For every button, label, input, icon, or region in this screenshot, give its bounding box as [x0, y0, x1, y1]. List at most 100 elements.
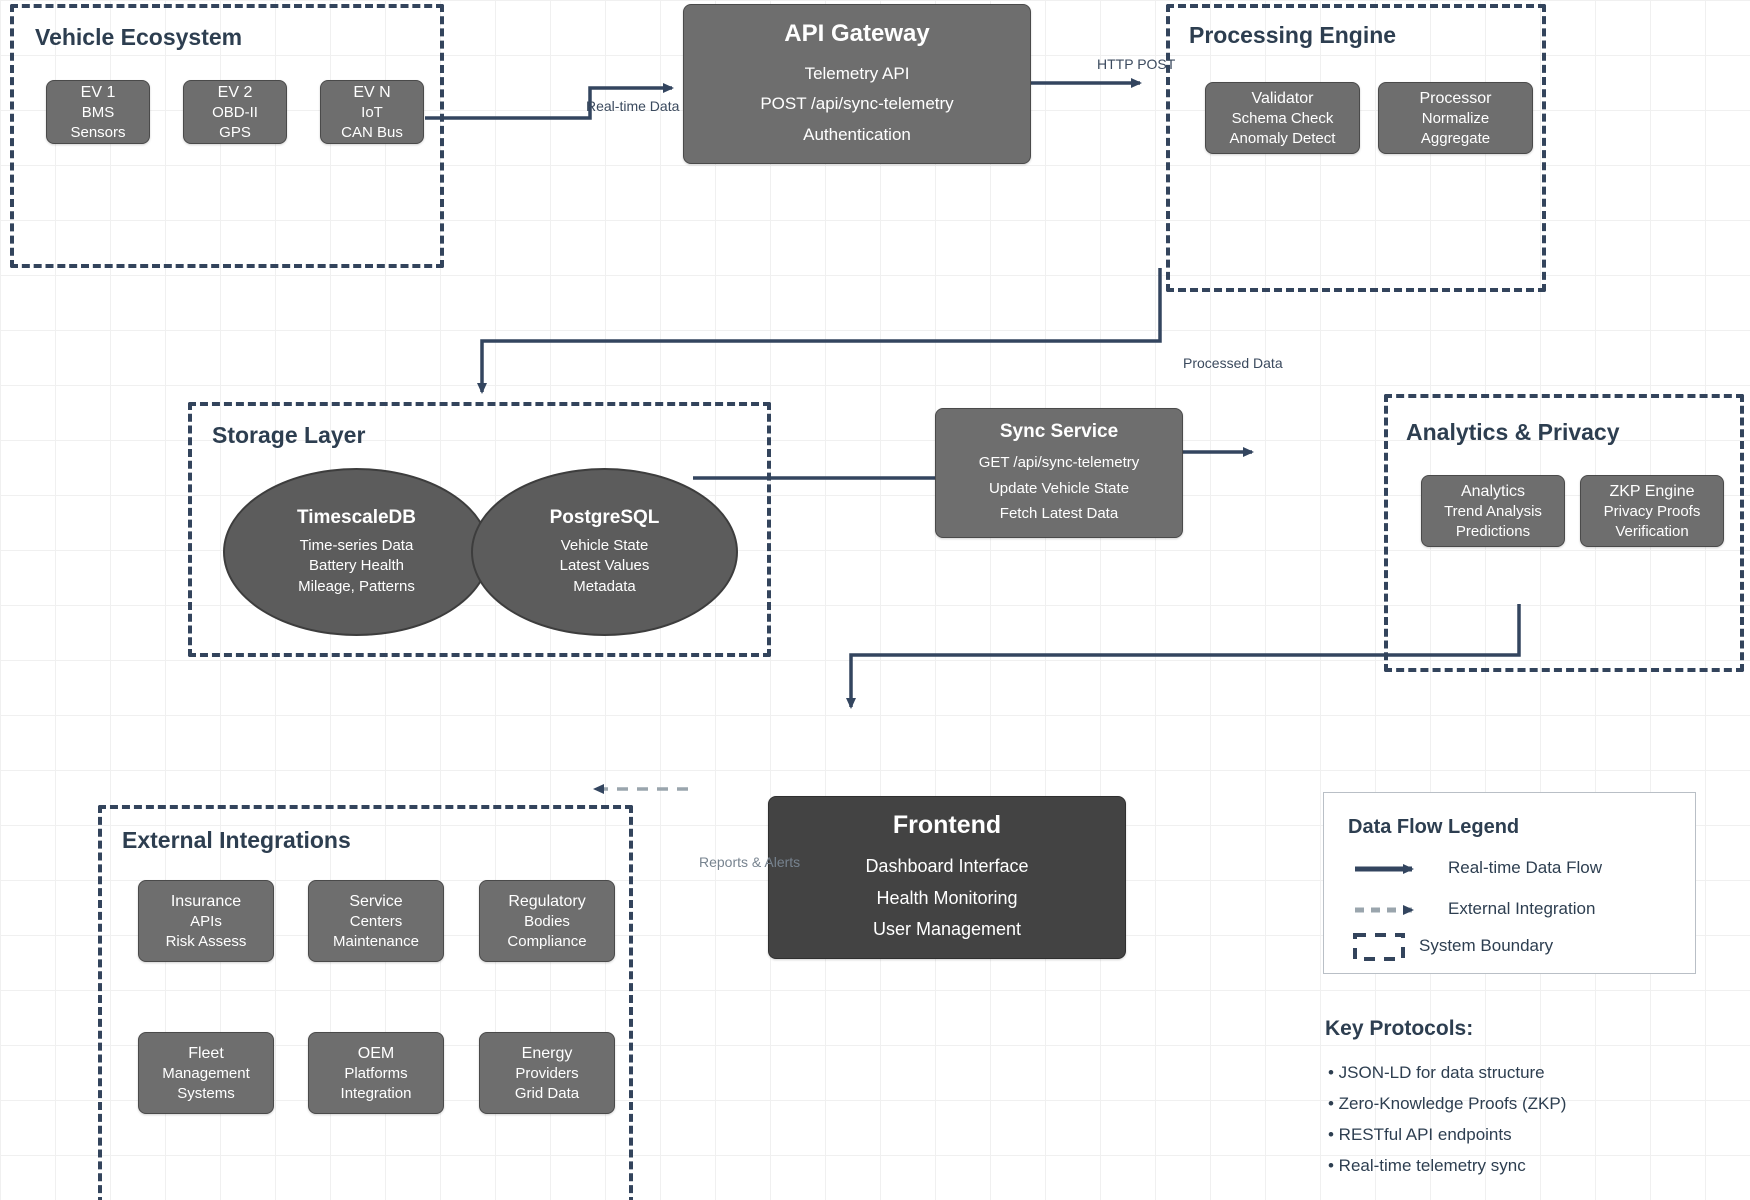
node-line: Dashboard Interface	[865, 855, 1029, 876]
node-line: Fetch Latest Data	[999, 505, 1119, 523]
node-title: EV N	[353, 83, 391, 101]
node-line: Risk Assess	[165, 932, 247, 950]
node-regulatory-bodies[interactable]: Regulatory Bodies Compliance	[479, 880, 615, 962]
node-line: GET /api/sync-telemetry	[978, 453, 1140, 471]
group-title-external-integrations: External Integrations	[122, 827, 351, 853]
node-line: Maintenance	[333, 932, 419, 950]
node-line: Aggregate	[1420, 129, 1491, 147]
node-frontend[interactable]: Frontend Dashboard Interface Health Moni…	[768, 796, 1126, 959]
legend-label-realtime-flow: Real-time Data Flow	[1448, 858, 1602, 877]
node-line: Systems	[177, 1084, 235, 1102]
legend-label-external-integration: External Integration	[1448, 899, 1596, 918]
node-line: POST /api/sync-telemetry	[760, 94, 954, 114]
node-title: Processor	[1419, 89, 1492, 107]
node-title: API Gateway	[784, 20, 930, 47]
group-title-storage-layer: Storage Layer	[212, 422, 366, 448]
group-processing-engine	[1166, 4, 1546, 292]
protocol-item: • JSON-LD for data structure	[1328, 1063, 1545, 1082]
node-title: ZKP Engine	[1609, 482, 1695, 500]
node-line: Sensors	[70, 123, 126, 141]
node-analytics[interactable]: Analytics Trend Analysis Predictions	[1421, 475, 1565, 547]
node-line: Integration	[340, 1084, 412, 1102]
node-oem-platforms[interactable]: OEM Platforms Integration	[308, 1032, 444, 1114]
database-timescaledb[interactable]: TimescaleDB Time-series Data Battery Hea…	[223, 468, 490, 636]
database-title: PostgreSQL	[549, 506, 660, 528]
node-line: CAN Bus	[341, 123, 403, 141]
node-line: Platforms	[344, 1064, 408, 1082]
database-line: Battery Health	[308, 557, 405, 575]
node-line: Anomaly Detect	[1229, 129, 1336, 147]
node-zkp-engine[interactable]: ZKP Engine Privacy Proofs Verification	[1580, 475, 1724, 547]
node-title: EV 2	[217, 83, 253, 101]
node-line: User Management	[872, 919, 1022, 940]
database-line: Mileage, Patterns	[298, 577, 415, 595]
node-title: Regulatory	[508, 892, 586, 910]
node-line: Verification	[1615, 522, 1689, 540]
node-line: Privacy Proofs	[1603, 502, 1701, 520]
node-line: Authentication	[803, 124, 911, 144]
node-line: BMS	[81, 103, 115, 121]
node-title: Energy	[521, 1044, 573, 1062]
node-processor[interactable]: Processor Normalize Aggregate	[1378, 82, 1533, 154]
group-vehicle-ecosystem	[10, 4, 444, 268]
node-line: Predictions	[1455, 522, 1531, 540]
node-line: Management	[162, 1064, 250, 1082]
database-line: Vehicle State	[560, 536, 649, 554]
node-line: GPS	[219, 123, 251, 141]
node-api-gateway[interactable]: API Gateway Telemetry API POST /api/sync…	[683, 4, 1031, 164]
node-energy-providers[interactable]: Energy Providers Grid Data	[479, 1032, 615, 1114]
node-line: APIs	[190, 912, 222, 930]
database-postgresql[interactable]: PostgreSQL Vehicle State Latest Values M…	[471, 468, 738, 636]
node-line: Compliance	[507, 932, 587, 950]
group-title-analytics-privacy: Analytics & Privacy	[1406, 419, 1620, 445]
edge-label-realtime-data: Real-time Data	[586, 98, 680, 114]
node-validator[interactable]: Validator Schema Check Anomaly Detect	[1205, 82, 1360, 154]
group-analytics-privacy	[1384, 394, 1744, 672]
node-line: Trend Analysis	[1444, 502, 1542, 520]
edge-label-http-post: HTTP POST	[1097, 56, 1176, 72]
legend-label-system-boundary: System Boundary	[1419, 936, 1554, 955]
node-title: OEM	[357, 1044, 395, 1062]
node-title: EV 1	[80, 83, 116, 101]
node-line: Update Vehicle State	[988, 479, 1130, 497]
protocols-title: Key Protocols:	[1325, 1017, 1474, 1040]
database-line: Time-series Data	[299, 536, 414, 554]
database-line: Metadata	[573, 577, 636, 595]
edge-label-processed-data: Processed Data	[1183, 355, 1283, 371]
protocol-item: • Real-time telemetry sync	[1328, 1156, 1526, 1175]
node-sync-service[interactable]: Sync Service GET /api/sync-telemetry Upd…	[935, 408, 1183, 538]
group-storage-layer	[188, 402, 771, 657]
protocol-item: • Zero-Knowledge Proofs (ZKP)	[1328, 1094, 1567, 1113]
protocol-item: • RESTful API endpoints	[1328, 1125, 1512, 1144]
group-title-processing-engine: Processing Engine	[1189, 22, 1397, 48]
node-ev-2[interactable]: EV 2 OBD-II GPS	[183, 80, 287, 144]
node-line: Bodies	[524, 912, 570, 930]
node-line: Schema Check	[1231, 109, 1334, 127]
group-external-integrations	[98, 805, 633, 1200]
node-line: Grid Data	[514, 1084, 580, 1102]
node-title: Service	[349, 892, 403, 910]
legend-title: Data Flow Legend	[1348, 816, 1520, 838]
wire-processing-to-storage	[477, 268, 1162, 394]
node-title: Validator	[1251, 89, 1314, 107]
node-line: Normalize	[1421, 109, 1490, 127]
node-line: IoT	[361, 103, 383, 121]
node-title: Sync Service	[999, 420, 1119, 442]
node-ev-1[interactable]: EV 1 BMS Sensors	[46, 80, 150, 144]
node-line: Health Monitoring	[876, 887, 1018, 908]
node-line: OBD-II	[212, 103, 258, 121]
node-insurance[interactable]: Insurance APIs Risk Assess	[138, 880, 274, 962]
database-title: TimescaleDB	[297, 506, 416, 528]
database-line: Latest Values	[559, 557, 650, 575]
node-line: Centers	[349, 912, 403, 930]
node-title: Fleet	[188, 1044, 224, 1062]
node-title: Insurance	[170, 892, 242, 910]
edge-label-reports-alerts: Reports & Alerts	[699, 854, 801, 870]
node-service-centers[interactable]: Service Centers Maintenance	[308, 880, 444, 962]
node-ev-n[interactable]: EV N IoT CAN Bus	[320, 80, 424, 144]
node-fleet-management[interactable]: Fleet Management Systems	[138, 1032, 274, 1114]
node-title: Frontend	[892, 810, 1002, 839]
node-title: Analytics	[1460, 482, 1526, 500]
group-title-vehicle-ecosystem: Vehicle Ecosystem	[35, 24, 243, 50]
